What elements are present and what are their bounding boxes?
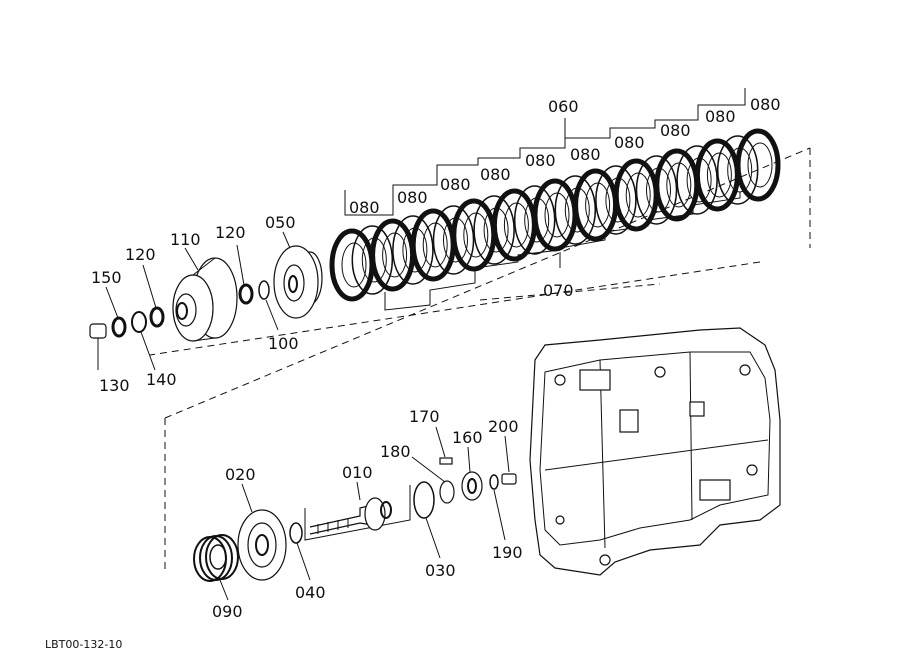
clutch-plate — [554, 175, 597, 245]
label-080: 080 — [480, 165, 511, 184]
label-010: 010 — [342, 463, 373, 482]
label-080: 080 — [349, 198, 380, 217]
part-020 — [237, 509, 287, 581]
label-080: 080 — [614, 133, 645, 152]
label-120: 120 — [125, 245, 156, 264]
part-labels: 060 080 080 080 080 080 080 080 080 080 … — [91, 95, 781, 621]
clutch-plate — [473, 195, 515, 265]
transmission-housing — [529, 327, 781, 576]
label-080: 080 — [525, 151, 556, 170]
label-070: 070 — [543, 281, 574, 300]
label-160: 160 — [452, 428, 483, 447]
part-090 — [193, 534, 239, 582]
label-090: 090 — [212, 602, 243, 621]
clutch-plate-bore — [747, 142, 773, 188]
part-150 — [111, 316, 127, 338]
clutch-plate-bore — [706, 152, 732, 198]
parts-lower-row — [193, 457, 517, 582]
label-110: 110 — [170, 230, 201, 249]
clutch-plate — [351, 225, 394, 295]
part-170 — [439, 457, 453, 465]
bracket-060 — [344, 88, 746, 216]
drawing-code: LBT00-132-10 — [45, 638, 122, 651]
label-080: 080 — [397, 188, 428, 207]
clutch-plate — [432, 205, 475, 275]
clutch-plate-bore — [585, 182, 611, 228]
leader-lines — [97, 118, 566, 601]
label-080: 080 — [440, 175, 471, 194]
label-060: 060 — [548, 97, 579, 116]
label-150: 150 — [91, 268, 122, 287]
part-160 — [461, 471, 483, 501]
part-030 — [413, 481, 435, 519]
label-120: 120 — [215, 223, 246, 242]
part-190 — [489, 474, 499, 490]
part-180 — [439, 480, 455, 504]
label-080: 080 — [705, 107, 736, 126]
part-100 — [258, 280, 270, 300]
clutch-plate-bore — [382, 232, 408, 278]
label-080: 080 — [570, 145, 601, 164]
part-040 — [289, 522, 303, 544]
part-130 — [89, 323, 107, 339]
clutch-plate-bore — [341, 242, 367, 288]
clutch-plate — [513, 185, 556, 255]
label-170: 170 — [409, 407, 440, 426]
clutch-plate — [635, 155, 678, 225]
part-200 — [501, 473, 517, 485]
clutch-plate-bore — [422, 222, 448, 268]
clutch-plate-bore — [625, 172, 651, 218]
clutch-plate-bore — [463, 212, 489, 258]
clutch-plate — [595, 165, 637, 235]
label-100: 100 — [268, 334, 299, 353]
part-120-right — [238, 283, 254, 305]
clutch-plate-bore — [666, 162, 692, 208]
label-200: 200 — [488, 417, 519, 436]
part-050-hub — [273, 245, 323, 319]
label-080: 080 — [750, 95, 781, 114]
clutch-plate — [392, 215, 434, 285]
clutch-plate — [735, 128, 781, 202]
label-190: 190 — [492, 543, 523, 562]
clutch-plate-bore — [544, 192, 570, 238]
label-140: 140 — [146, 370, 177, 389]
label-020: 020 — [225, 465, 256, 484]
label-130: 130 — [99, 376, 130, 395]
parts-upper-row — [89, 245, 323, 342]
label-030: 030 — [425, 561, 456, 580]
clutch-plate — [716, 135, 759, 205]
label-050: 050 — [265, 213, 296, 232]
clutch-plate-bore — [503, 202, 529, 248]
label-040: 040 — [295, 583, 326, 602]
part-120-left — [149, 306, 165, 328]
clutch-plate — [676, 145, 718, 215]
clutch-plate-stack — [329, 128, 781, 302]
part-010-shaft — [304, 485, 411, 541]
part-140 — [131, 311, 147, 333]
part-110-drum — [172, 257, 238, 342]
label-080: 080 — [660, 121, 691, 140]
label-180: 180 — [380, 442, 411, 461]
